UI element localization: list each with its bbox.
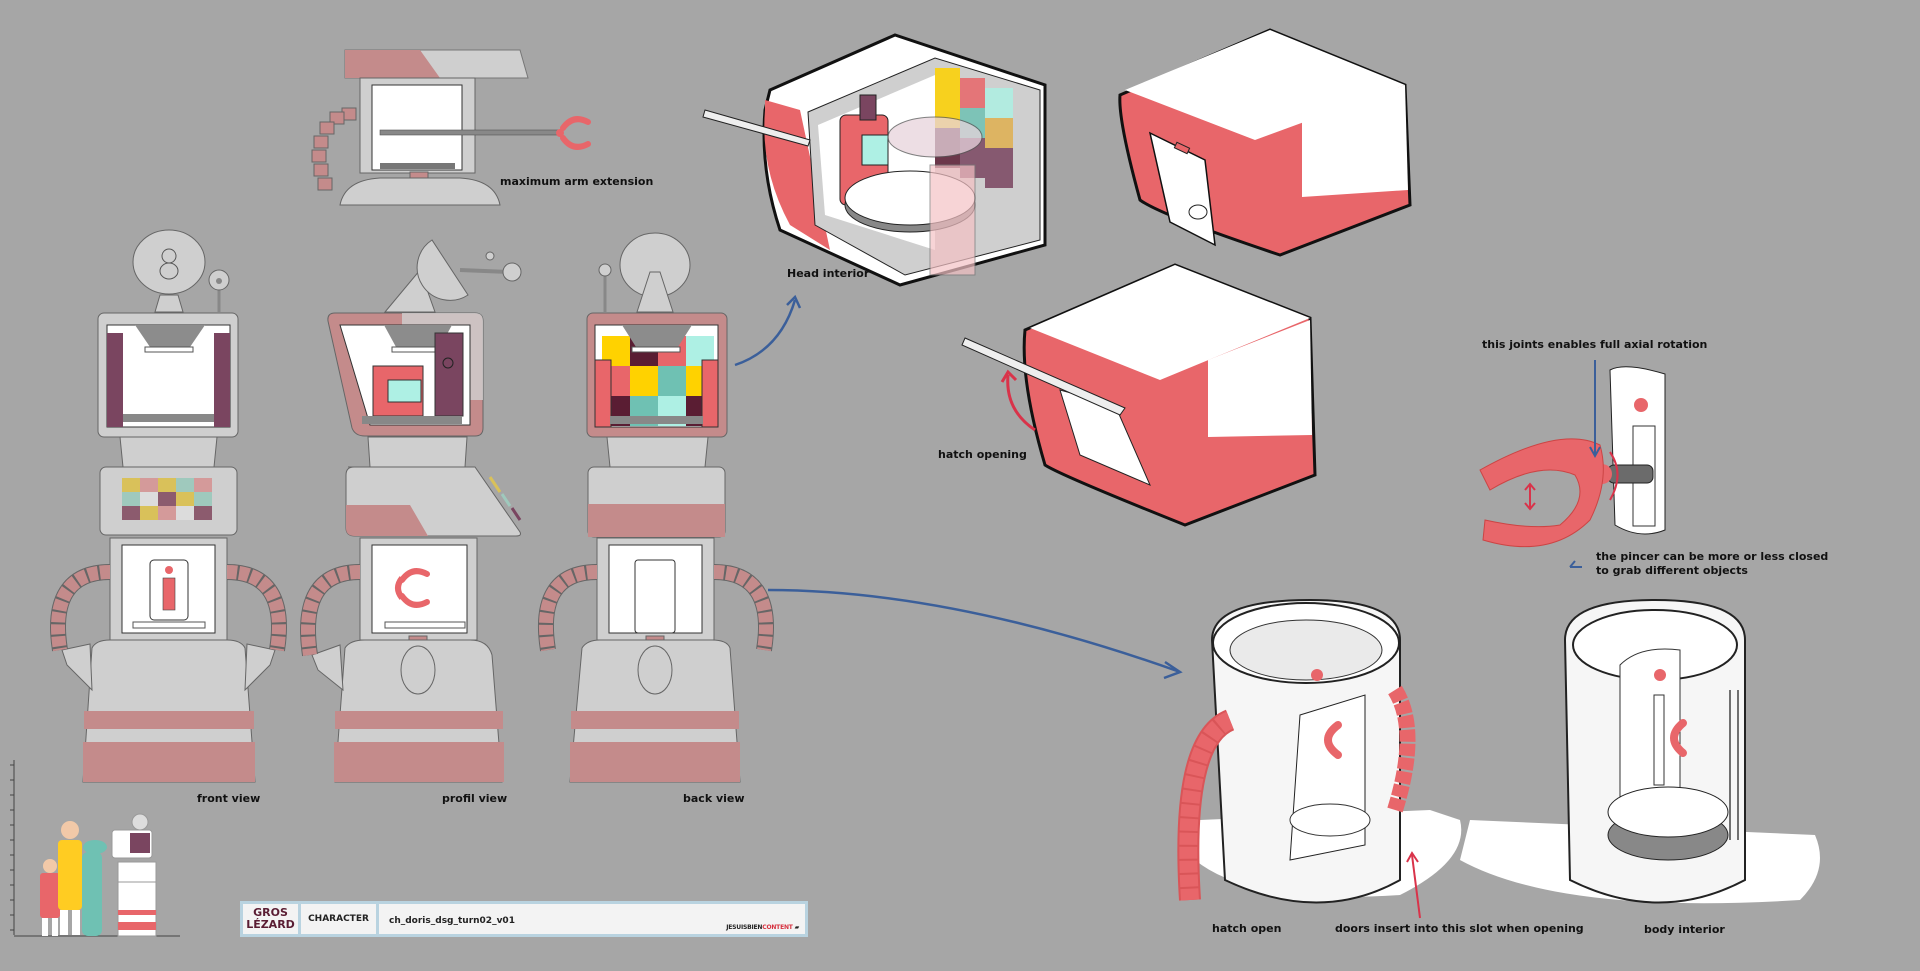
arrowhead (1163, 660, 1183, 680)
studio-credit: JESUISBIENCONTENT ▰ (726, 924, 799, 931)
robot-front-view (50, 229, 287, 783)
arrowhead (786, 294, 802, 309)
palette-swatch (158, 478, 176, 492)
studio-logo: GROS LÉZARD (243, 904, 301, 934)
palette-swatch (140, 478, 158, 492)
palette-swatch (194, 478, 212, 492)
palette-swatch (658, 366, 686, 396)
caption-pincer-note-2: to grab different objects (1596, 564, 1748, 577)
palette-swatch (122, 478, 140, 492)
file-name: ch_doris_dsg_turn02_v01 (389, 916, 515, 926)
arm-extension-drawing (311, 49, 591, 206)
studio-credit-3: CONTENT (762, 924, 793, 931)
caption-head-interior: Head interior (787, 267, 870, 280)
front-panel-grid (122, 478, 212, 520)
annotation-arrow-body (767, 588, 1181, 674)
body-hatch-open (1177, 598, 1462, 919)
head-exterior-closed (1118, 28, 1412, 257)
caption-hatch-opening: hatch opening (938, 448, 1027, 461)
caption-arm-extension: maximum arm extension (500, 175, 654, 188)
pincer-joint-detail (1479, 360, 1666, 568)
head-hatch-opening (961, 263, 1317, 527)
robot-back-view (537, 232, 774, 783)
category-label: CHARACTER (301, 904, 379, 934)
studio-credit-1: JESUIS (726, 924, 748, 931)
palette-swatch (176, 492, 194, 506)
caption-doors-slot: doors insert into this slot when opening (1335, 922, 1584, 935)
logo-line-2: LÉZARD (246, 918, 295, 931)
file-name-cell: ch_doris_dsg_turn02_v01 JESUISBIENCONTEN… (379, 904, 805, 934)
studio-credit-2: BIEN (747, 924, 763, 931)
caption-back-view: back view (683, 792, 745, 805)
palette-swatch (140, 506, 158, 520)
annotation-arrow-head (734, 299, 797, 367)
palette-swatch (194, 492, 212, 506)
caption-profil-view: profil view (442, 792, 508, 805)
body-interior (1460, 598, 1820, 904)
robot-profil-view (300, 239, 522, 783)
caption-front-view: front view (197, 792, 261, 805)
palette-swatch (122, 492, 140, 506)
palette-swatch (176, 478, 194, 492)
caption-pincer-note-1: the pincer can be more or less closed (1596, 550, 1829, 563)
title-block: GROS LÉZARD CHARACTER ch_doris_dsg_turn0… (240, 901, 808, 937)
caption-body-interior: body interior (1644, 923, 1725, 936)
palette-swatch (630, 366, 658, 396)
logo-line-1: GROS (253, 906, 288, 919)
caption-joint-rotation: this joints enables full axial rotation (1482, 338, 1708, 351)
palette-swatch (176, 506, 194, 520)
caption-hatch-open: hatch open (1212, 922, 1282, 935)
size-lineup (10, 760, 180, 937)
head-interior-drawing (702, 33, 1047, 287)
palette-swatch (158, 492, 176, 506)
palette-swatch (194, 506, 212, 520)
palette-swatch (140, 492, 158, 506)
palette-swatch (122, 506, 140, 520)
palette-swatch (158, 506, 176, 520)
